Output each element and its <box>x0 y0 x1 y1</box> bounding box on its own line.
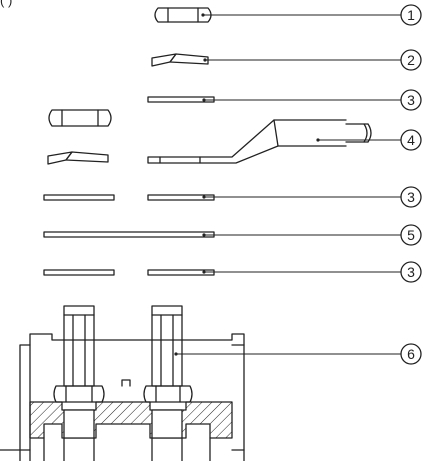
leader-lines <box>175 14 402 355</box>
header-partial-text: ( ) <box>0 0 13 8</box>
lock-washer-right <box>151 53 209 67</box>
cable-lug <box>147 119 372 164</box>
callout-5-label: 5 <box>407 227 415 243</box>
hex-nut-left <box>48 109 112 127</box>
lock-washer-left <box>47 151 109 165</box>
callout-6-label: 6 <box>407 346 415 362</box>
terminal-block <box>19 305 245 461</box>
callout-1-label: 1 <box>407 7 415 23</box>
callout-circles <box>400 4 422 365</box>
leader-dots <box>174 13 320 356</box>
callout-3b-label: 3 <box>407 189 415 205</box>
busbar-link <box>43 231 215 238</box>
flat-washer-left-b <box>43 194 115 201</box>
callout-2-label: 2 <box>407 52 415 68</box>
flat-washer-left-c <box>43 269 115 276</box>
callout-3c-label: 3 <box>407 264 415 280</box>
callout-3a-label: 3 <box>407 92 415 108</box>
callout-4-label: 4 <box>407 132 415 148</box>
terminal-base-section <box>0 401 245 461</box>
hex-nut-top <box>154 7 212 23</box>
